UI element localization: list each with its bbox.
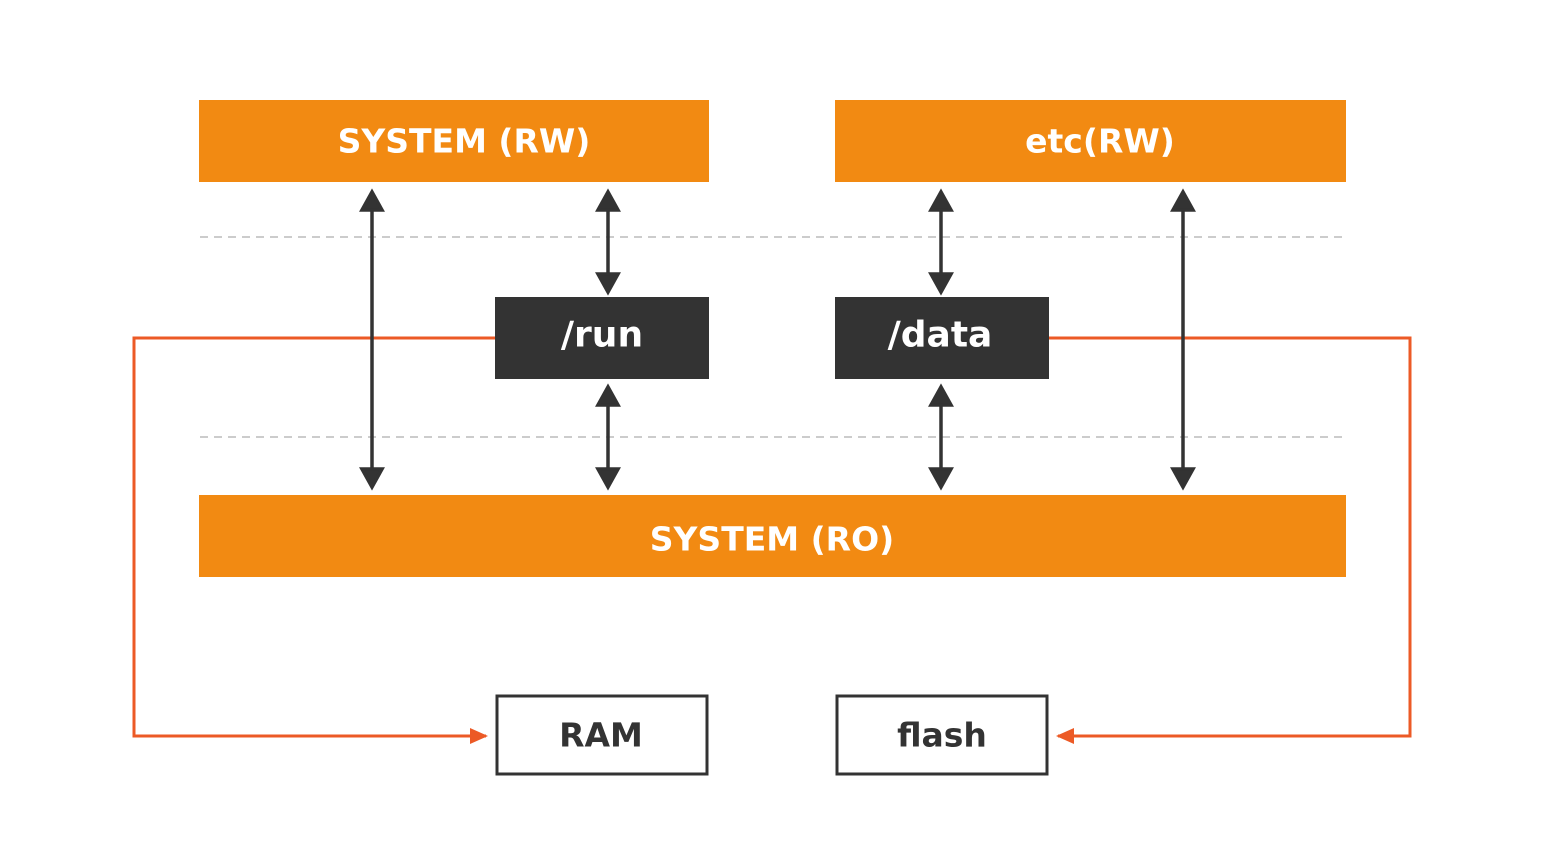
etc-rw-label: etc(RW) <box>1025 122 1175 161</box>
arrow-system-rw-to-run <box>595 188 621 296</box>
etc-rw-box: etc(RW) <box>835 100 1346 182</box>
run-label: /run <box>561 315 643 356</box>
system-ro-label: SYSTEM (RO) <box>650 520 894 559</box>
run-box: /run <box>495 297 709 379</box>
arrow-etc-rw-to-data <box>928 188 954 296</box>
ram-box: RAM <box>495 694 709 776</box>
data-label: /data <box>888 315 993 356</box>
ram-label: RAM <box>559 716 643 755</box>
flash-label: flash <box>897 716 987 755</box>
arrow-data-to-system-ro <box>928 383 954 491</box>
system-rw-label: SYSTEM (RW) <box>338 122 591 161</box>
flash-box: flash <box>835 694 1049 776</box>
arrow-run-to-system-ro <box>595 383 621 491</box>
system-rw-box: SYSTEM (RW) <box>199 100 709 182</box>
data-box: /data <box>835 297 1049 379</box>
arrow-etc-rw-to-system-ro <box>1170 188 1196 491</box>
system-ro-box: SYSTEM (RO) <box>199 495 1346 577</box>
bidirectional-arrows <box>359 188 1196 491</box>
run-to-ram-connector <box>132 336 496 744</box>
data-to-flash-connector <box>1048 336 1412 744</box>
arrow-system-rw-to-system-ro <box>359 188 385 491</box>
